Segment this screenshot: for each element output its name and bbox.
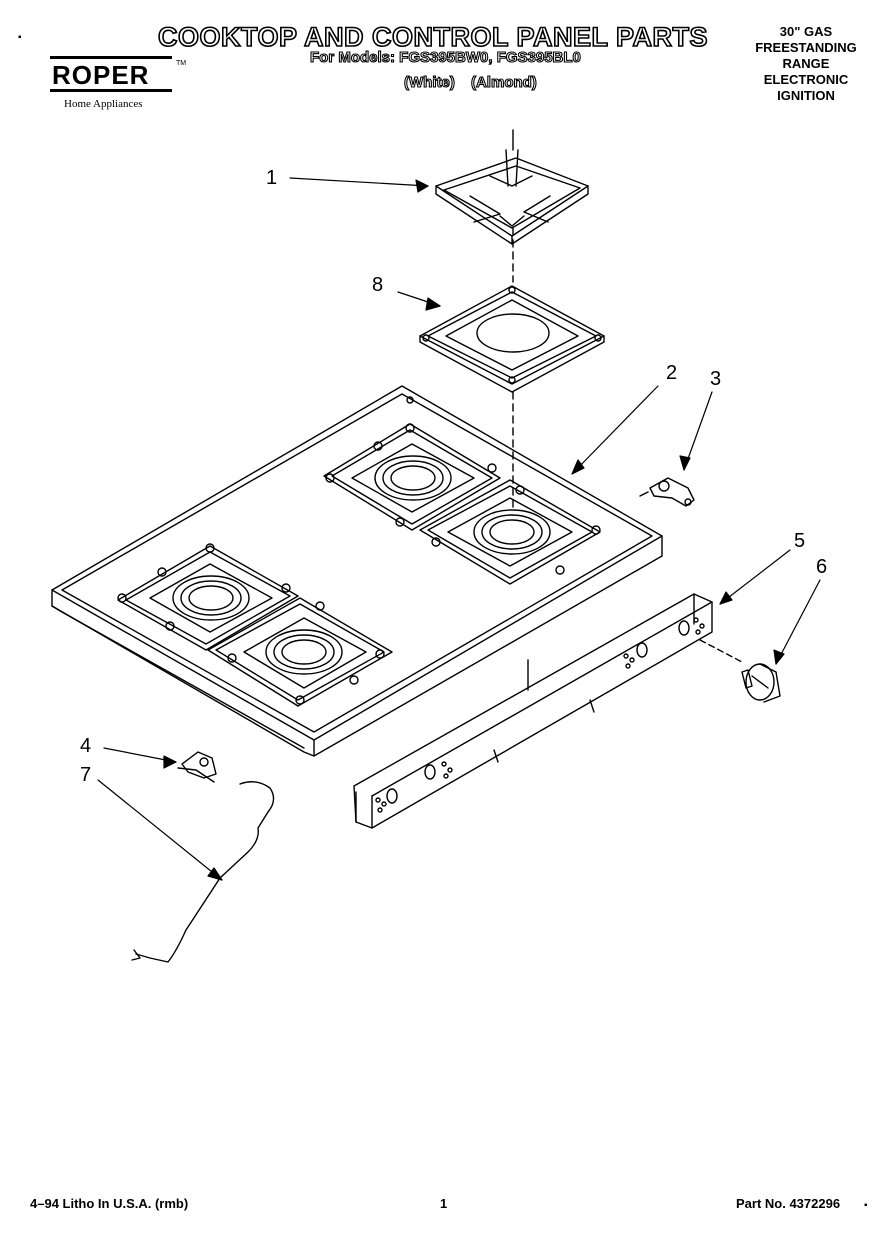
spec-line: RANGE bbox=[782, 56, 830, 71]
callout-2: 2 bbox=[666, 362, 678, 384]
burner-grate bbox=[435, 149, 589, 245]
leader-line-2 bbox=[571, 385, 659, 475]
spark-igniter-lower bbox=[177, 751, 217, 783]
roper-logo: ROPER TM Home Appliances bbox=[50, 56, 186, 110]
footer-print-info: 4–94 Litho In U.S.A. (rmb) bbox=[30, 1196, 189, 1211]
callout-6: 6 bbox=[816, 556, 828, 578]
spec-line: FREESTANDING bbox=[755, 40, 857, 55]
spark-igniter-upper bbox=[639, 477, 695, 507]
burner-drip-pan bbox=[419, 285, 605, 393]
leader-line-3 bbox=[683, 391, 713, 471]
spec-line: ELECTRONIC bbox=[763, 72, 849, 87]
leader-line-6 bbox=[775, 579, 821, 665]
igniter-wire-harness bbox=[131, 781, 275, 963]
footer-page-number: 1 bbox=[440, 1196, 448, 1211]
brand-subtitle: Home Appliances bbox=[64, 98, 143, 110]
control-panel bbox=[353, 593, 743, 829]
spec-block: 30" GAS FREESTANDING RANGE ELECTRONIC IG… bbox=[738, 24, 874, 104]
brand-name: ROPER bbox=[50, 56, 172, 92]
cooktop-main-top bbox=[51, 385, 663, 757]
callout-7: 7 bbox=[80, 764, 92, 786]
leader-line-5 bbox=[719, 549, 791, 605]
callout-3: 3 bbox=[710, 368, 722, 390]
callout-5: 5 bbox=[794, 530, 806, 552]
models-line: For Models: FGS395BW0, FGS395BL0 bbox=[309, 48, 581, 66]
leader-line-7 bbox=[97, 779, 223, 881]
footer-part-number: Part No. 4372296 bbox=[736, 1196, 841, 1211]
trademark-mark: TM bbox=[176, 60, 187, 67]
leader-lines bbox=[97, 177, 821, 881]
callout-1: 1 bbox=[266, 167, 278, 189]
page-title: COOKTOP AND CONTROL PANEL PARTS bbox=[157, 21, 709, 53]
leader-line-1 bbox=[289, 177, 429, 187]
callout-8: 8 bbox=[372, 274, 384, 296]
control-knob bbox=[741, 663, 781, 703]
callout-4: 4 bbox=[80, 735, 92, 757]
corner-mark: ▪ bbox=[864, 1200, 868, 1211]
corner-mark: ▪ bbox=[18, 32, 22, 43]
variants-line: (White) (Almond) bbox=[403, 73, 537, 91]
spec-line: IGNITION bbox=[777, 88, 835, 103]
spec-line: 30" GAS bbox=[779, 24, 833, 39]
